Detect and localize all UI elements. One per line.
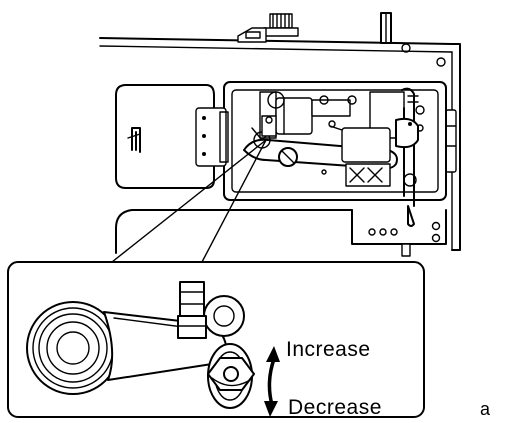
detail-view: [7, 261, 425, 418]
figure-letter: a: [480, 399, 491, 419]
label-increase: Increase: [286, 338, 371, 361]
machine-head: [99, 12, 461, 263]
label-decrease: Decrease: [288, 396, 382, 419]
adjust-arrow-icon: [264, 346, 280, 417]
